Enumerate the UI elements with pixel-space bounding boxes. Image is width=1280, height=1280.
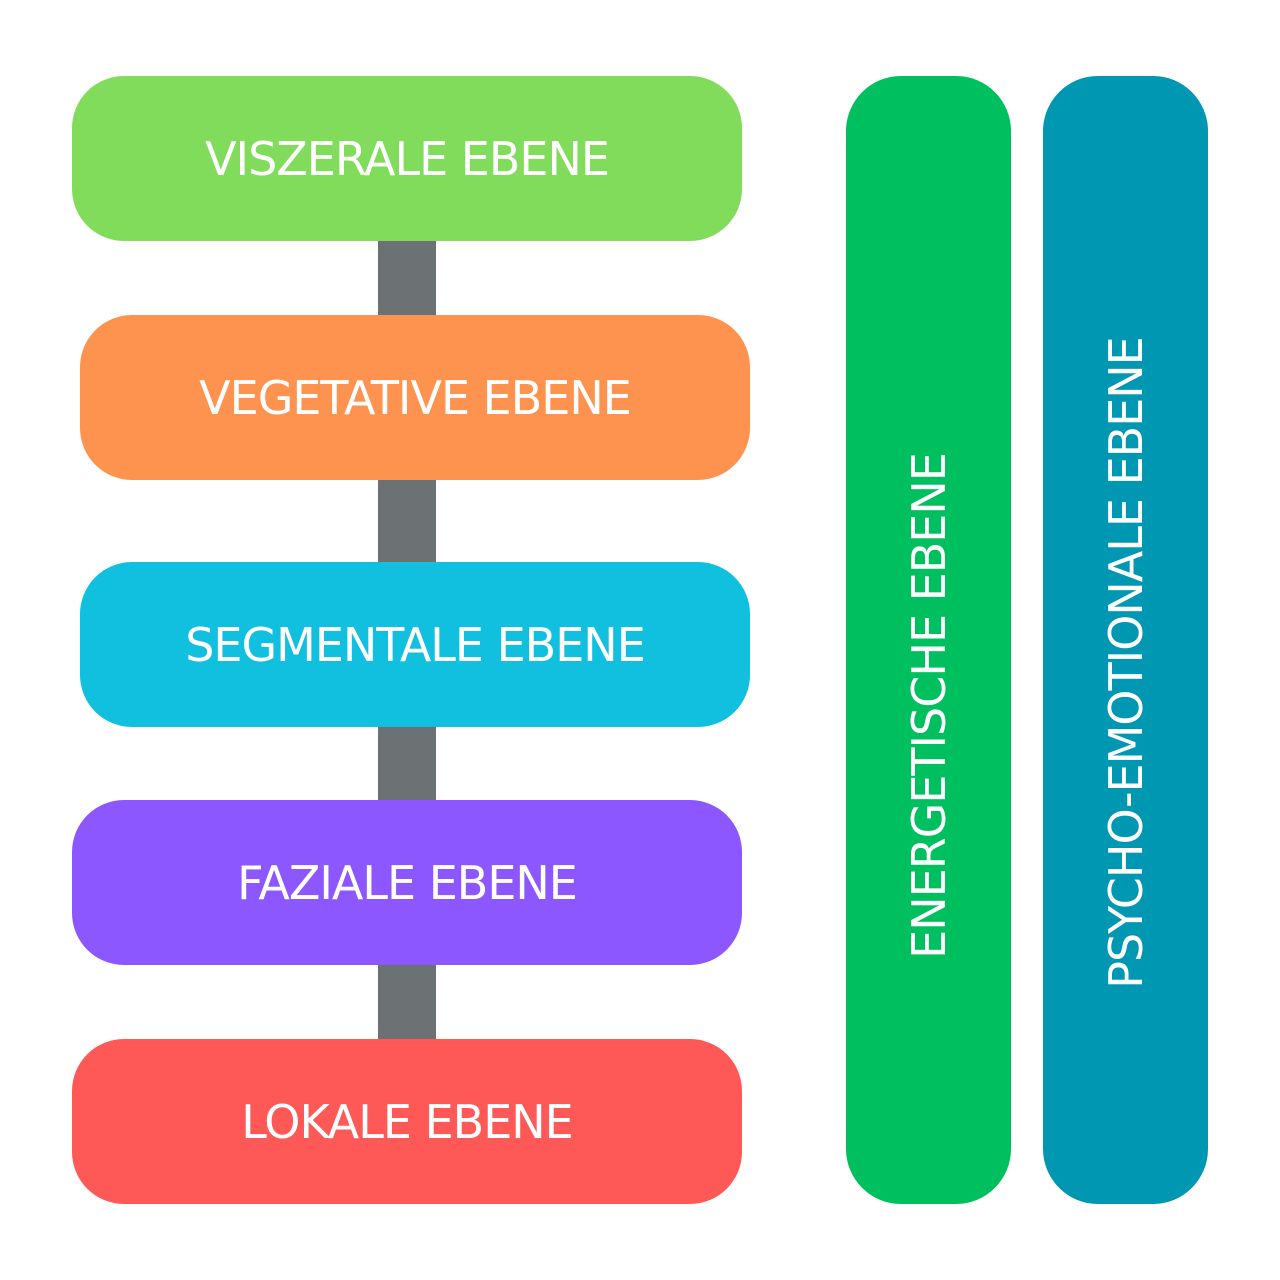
column-psycho-emotionale: PSYCHO-EMOTIONALE EBENE xyxy=(1043,76,1208,1204)
column-label: PSYCHO-EMOTIONALE EBENE xyxy=(1098,336,1153,989)
column-label: ENERGETISCHE EBENE xyxy=(901,452,956,959)
level-label: FAZIALE EBENE xyxy=(237,855,578,910)
level-lokale: LOKALE EBENE xyxy=(72,1039,742,1204)
level-label: LOKALE EBENE xyxy=(241,1094,573,1149)
level-faziale: FAZIALE EBENE xyxy=(72,800,742,965)
level-label: VISZERALE EBENE xyxy=(205,131,610,186)
level-label: VEGETATIVE EBENE xyxy=(199,370,632,425)
level-segmentale: SEGMENTALE EBENE xyxy=(80,562,750,727)
level-vegetative: VEGETATIVE EBENE xyxy=(80,315,750,480)
level-label: SEGMENTALE EBENE xyxy=(185,617,646,672)
level-viszerale: VISZERALE EBENE xyxy=(72,76,742,241)
column-energetische: ENERGETISCHE EBENE xyxy=(846,76,1011,1204)
